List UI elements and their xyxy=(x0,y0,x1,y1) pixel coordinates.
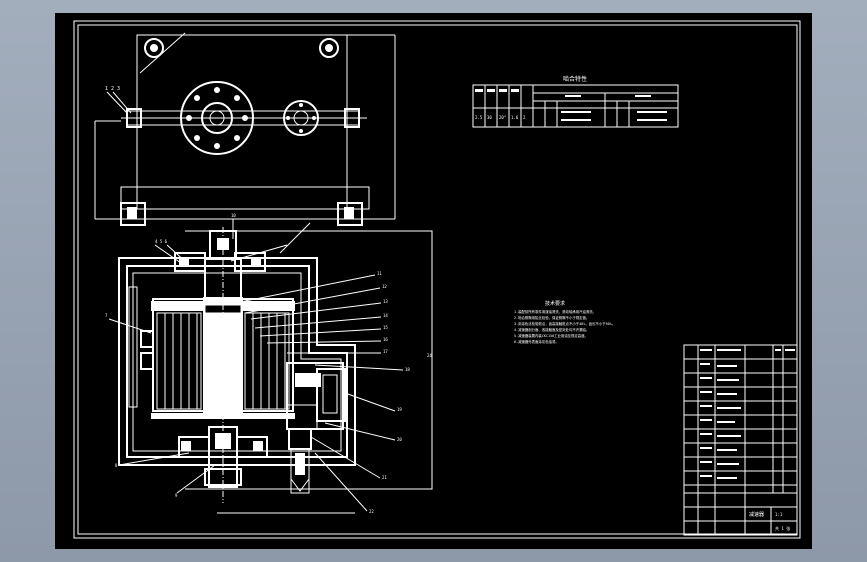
tech-line-4: 4.减速器剖分面、各接触面及密封处均不许漏油。 xyxy=(514,327,589,332)
parts-list: 减速器 1:1 共 1 张 xyxy=(683,344,798,536)
svg-text:8: 8 xyxy=(115,463,118,468)
technical-requirements: 技术要求 1.装配前所有零件用煤油清洗，滚动轴承用汽油清洗。 2.啮合侧隙用铅丝… xyxy=(514,300,615,344)
title-block-scale: 1:1 xyxy=(775,512,783,517)
svg-text:17: 17 xyxy=(383,349,388,354)
gear-table-value-z: 30 xyxy=(487,115,492,120)
tech-heading: 技术要求 xyxy=(545,300,565,307)
svg-text:18: 18 xyxy=(405,367,410,372)
title-block-sheet: 共 1 张 xyxy=(775,525,790,531)
svg-text:14: 14 xyxy=(383,313,388,318)
svg-text:20: 20 xyxy=(397,437,402,442)
svg-text:24: 24 xyxy=(427,353,432,358)
svg-text:16: 16 xyxy=(383,337,388,342)
svg-text:15: 15 xyxy=(383,325,388,330)
section-view: 11 12 13 14 15 16 17 18 19 20 21 22 4 5 6 7 8 9 10 2… xyxy=(105,213,433,514)
title-block-name: 减速器 xyxy=(749,511,764,518)
tech-line-5: 5.减速器装置内装CKC150工业用油至规定高度。 xyxy=(514,333,588,338)
gear-table-value-ra: 1.6 xyxy=(511,115,519,120)
svg-text:22: 22 xyxy=(369,509,374,514)
svg-text:10: 10 xyxy=(231,213,236,218)
tech-line-2: 2.啮合侧隙用铅丝检验，保证侧隙不小于规定值。 xyxy=(514,315,589,320)
svg-text:4 5 6: 4 5 6 xyxy=(155,239,168,244)
top-view: 1 2 3 xyxy=(94,32,396,226)
svg-text:19: 19 xyxy=(397,407,402,412)
tech-line-3: 3.用涂色法检验斑点，齿高接触斑点不小于40%，齿长不小于50%。 xyxy=(514,321,615,326)
svg-text:12: 12 xyxy=(382,284,387,289)
svg-text:9: 9 xyxy=(175,493,178,498)
cad-drawing: 1 2 3 啮合特性 2.5 30 20° 1.6 2 xyxy=(73,20,801,539)
svg-text:7: 7 xyxy=(105,313,108,318)
gear-table-value-i: 2 xyxy=(523,115,526,120)
gear-parameter-table: 啮合特性 2.5 30 20° 1.6 2 xyxy=(472,75,679,128)
svg-text:21: 21 xyxy=(382,475,387,480)
tech-line-1: 1.装配前所有零件用煤油清洗，滚动轴承用汽油清洗。 xyxy=(514,309,596,314)
svg-text:11: 11 xyxy=(377,271,382,276)
inner-border xyxy=(77,24,798,535)
tech-line-6: 6.减速器外表面涂灰色油漆。 xyxy=(514,339,559,344)
svg-text:13: 13 xyxy=(383,299,388,304)
svg-text:1 2 3: 1 2 3 xyxy=(105,86,120,92)
gear-table-value-alpha: 20° xyxy=(499,115,506,120)
gear-table-title: 啮合特性 xyxy=(563,75,587,83)
drawing-sheet: 1 2 3 啮合特性 2.5 30 20° 1.6 2 xyxy=(55,13,812,549)
gear-table-value-m: 2.5 xyxy=(475,115,483,120)
outer-border xyxy=(73,20,801,539)
